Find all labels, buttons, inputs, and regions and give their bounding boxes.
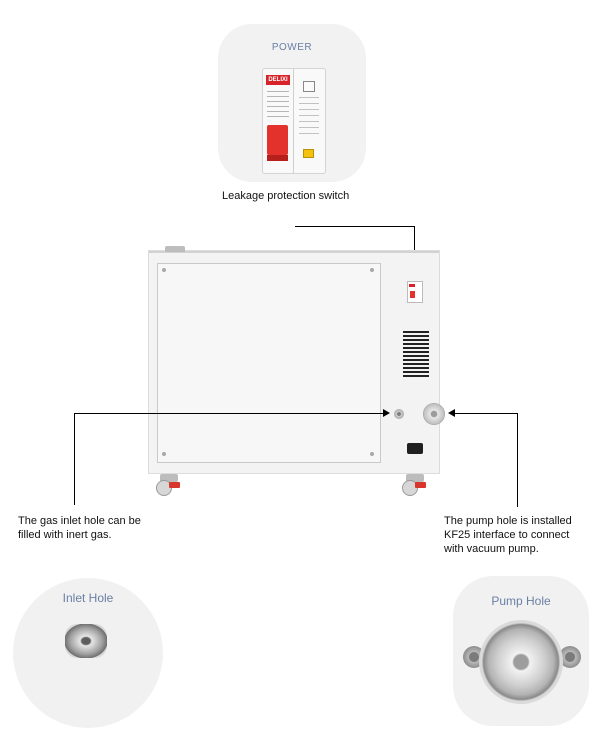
inlet-connector-vertical bbox=[74, 413, 75, 505]
caster-brake bbox=[415, 482, 426, 488]
caster-brake bbox=[169, 482, 180, 488]
breaker-lever bbox=[267, 125, 288, 155]
inlet-connector-horizontal bbox=[74, 413, 384, 414]
breaker-spec-text bbox=[299, 97, 319, 137]
pump-arrow-icon bbox=[448, 409, 455, 417]
kf25-flange-image bbox=[479, 620, 563, 704]
flange-screw bbox=[559, 646, 581, 668]
caster-wheel bbox=[156, 480, 172, 496]
power-title: POWER bbox=[271, 42, 313, 53]
gas-inlet-line: The gas inlet hole can be bbox=[18, 515, 141, 527]
leakage-switch-on-panel bbox=[407, 281, 423, 303]
power-socket bbox=[407, 443, 423, 454]
door-screw bbox=[370, 268, 374, 272]
leakage-switch-label: Leakage protection switch bbox=[222, 190, 350, 202]
pump-hole-line: with vacuum pump. bbox=[444, 543, 539, 555]
breaker-divider bbox=[293, 69, 294, 173]
pump-hole-title: Pump Hole bbox=[491, 594, 551, 608]
leakage-breaker-icon: DELIXI bbox=[262, 68, 326, 174]
breaker-lever-base bbox=[267, 155, 288, 161]
inlet-hole-detail: Inlet Hole bbox=[13, 578, 163, 728]
cabinet-door-panel bbox=[157, 263, 381, 463]
pump-hole-detail: Pump Hole bbox=[453, 576, 589, 726]
mini-switch-lever bbox=[410, 291, 415, 298]
breaker-test-button bbox=[303, 149, 314, 158]
gas-inlet-port bbox=[394, 409, 404, 419]
pump-hole-description: The pump hole is installed KF25 interfac… bbox=[444, 514, 572, 556]
power-callout-card: POWER DELIXI bbox=[218, 24, 366, 182]
pump-connector-horizontal bbox=[455, 413, 518, 414]
pump-hole-line: KF25 interface to connect bbox=[444, 529, 570, 541]
caster-body bbox=[406, 474, 424, 482]
caster-wheel-icon bbox=[402, 474, 428, 496]
door-screw bbox=[162, 268, 166, 272]
glovebox-cabinet bbox=[148, 246, 445, 474]
pump-port bbox=[423, 403, 445, 425]
mini-switch-tag bbox=[409, 284, 415, 287]
breaker-indicator-window bbox=[303, 81, 315, 92]
door-screw bbox=[162, 452, 166, 456]
vent-grille-icon bbox=[403, 331, 429, 377]
top-bolt bbox=[165, 246, 185, 252]
caster-wheel bbox=[402, 480, 418, 496]
pump-connector-vertical bbox=[517, 413, 518, 507]
gas-inlet-line: filled with inert gas. bbox=[18, 529, 112, 541]
leakage-connector-vertical bbox=[414, 226, 415, 268]
inlet-nozzle-image bbox=[65, 624, 107, 658]
cabinet-top-edge bbox=[149, 251, 439, 253]
breaker-rating-text bbox=[267, 91, 289, 119]
breaker-brand-logo: DELIXI bbox=[266, 75, 290, 85]
leakage-connector-horizontal bbox=[295, 226, 415, 227]
gas-inlet-description: The gas inlet hole can be filled with in… bbox=[18, 514, 141, 542]
inlet-arrow-icon bbox=[383, 409, 390, 417]
caster-body bbox=[160, 474, 178, 482]
inlet-hole-title: Inlet Hole bbox=[62, 591, 114, 605]
caster-wheel-icon bbox=[156, 474, 182, 496]
pump-hole-line: The pump hole is installed bbox=[444, 515, 572, 527]
door-screw bbox=[370, 452, 374, 456]
